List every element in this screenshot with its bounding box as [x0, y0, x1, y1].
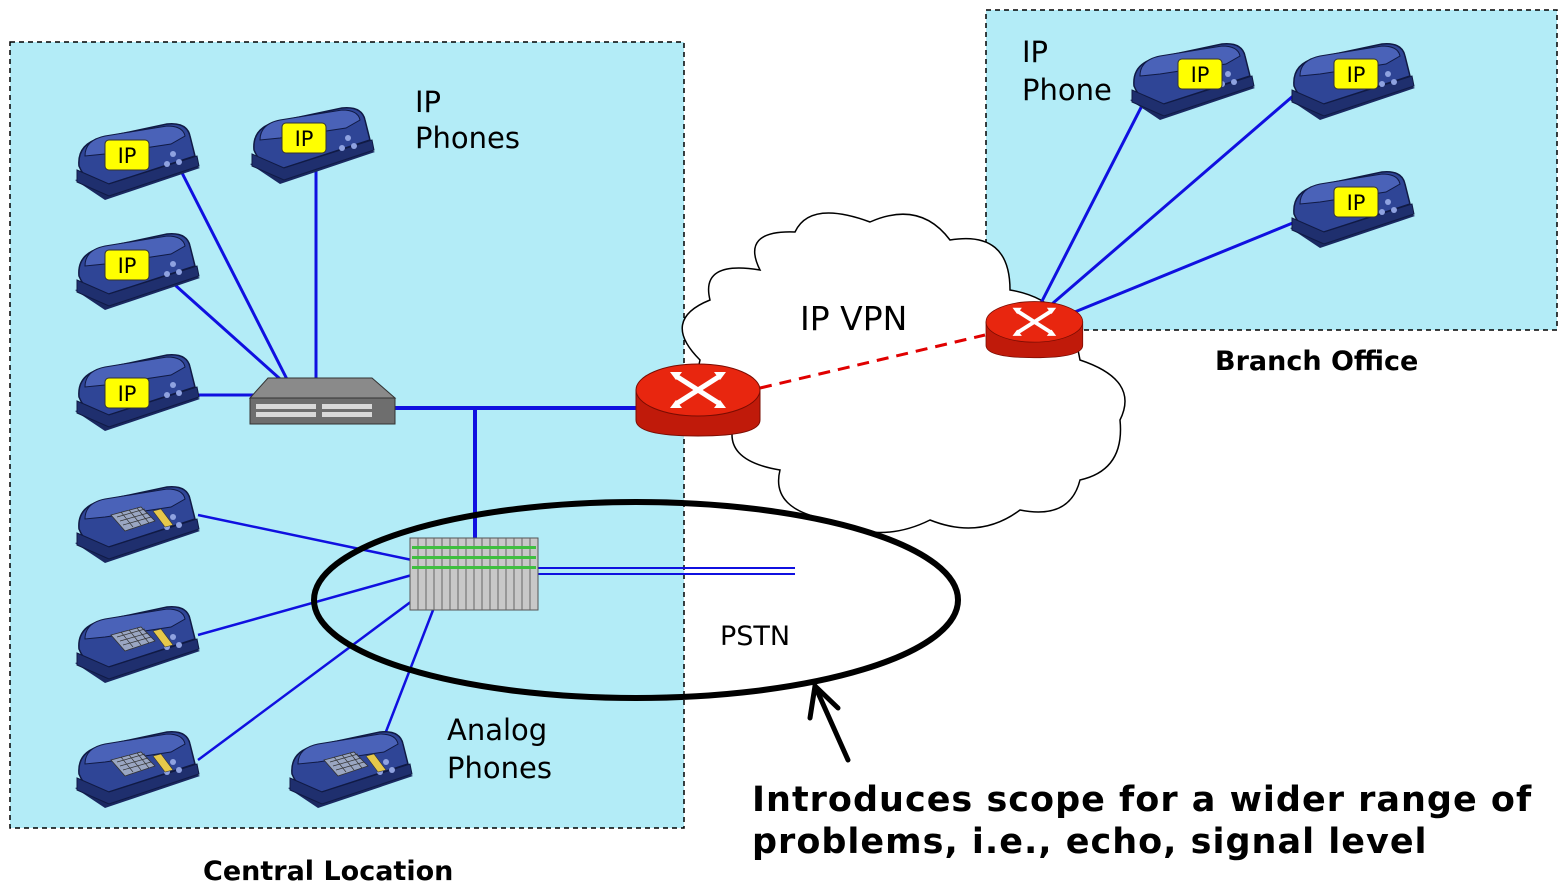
branch-office-caption: Branch Office [1215, 346, 1418, 377]
branch-ip-phone-label: IP [1022, 35, 1048, 69]
ip-badge [1333, 58, 1379, 90]
pstn-label: PSTN [720, 621, 790, 652]
ip-phone: IP [74, 233, 201, 311]
ip-phone: IP [1289, 171, 1416, 249]
ip-phone: IP [74, 354, 201, 432]
svg-text:IP: IP [1347, 191, 1366, 215]
ip-badge [281, 122, 327, 154]
ip-phones-label: IP [415, 85, 441, 119]
ip-badge [104, 249, 150, 281]
central-router [636, 364, 760, 436]
ip-phone: IP [1289, 43, 1416, 121]
ip-phone: IP [74, 123, 201, 201]
svg-text:IP: IP [118, 382, 137, 406]
branch-router [984, 299, 1085, 360]
branch-links [1038, 88, 1301, 320]
branch-office-zone [985, 9, 1558, 331]
ip-badge [104, 139, 150, 171]
ip-badge [104, 377, 150, 409]
branch-ip-phone-label: Phone [1022, 73, 1112, 107]
ip-phone-links [174, 164, 318, 397]
pbx-rack [409, 537, 539, 611]
ethernet-switch [248, 377, 397, 425]
ip-phone: IP [249, 107, 376, 185]
ip-phones-label: Phones [415, 121, 520, 155]
svg-text:IP: IP [295, 127, 314, 151]
svg-text:IP: IP [118, 144, 137, 168]
annotation-line-1: Introduces scope for a wider range of [752, 780, 1532, 820]
svg-text:IP: IP [1347, 63, 1366, 87]
analog-phones-label: Phones [447, 751, 552, 785]
svg-text:IP: IP [118, 254, 137, 278]
analog-phones-label: Analog [447, 713, 547, 747]
pbx-trunk [538, 567, 795, 575]
ip-phone: IP [1129, 43, 1256, 121]
annotation-arrow [807, 683, 851, 763]
annotation-line-2: problems, i.e., echo, signal level [752, 822, 1428, 862]
central-location-caption: Central Location [203, 856, 453, 887]
ip-badge [1333, 186, 1379, 218]
ip-badge [1177, 58, 1223, 90]
svg-text:IP: IP [1191, 63, 1210, 87]
pstn-scope-ellipse [311, 499, 961, 701]
cloud-label: IP VPN [800, 299, 907, 338]
